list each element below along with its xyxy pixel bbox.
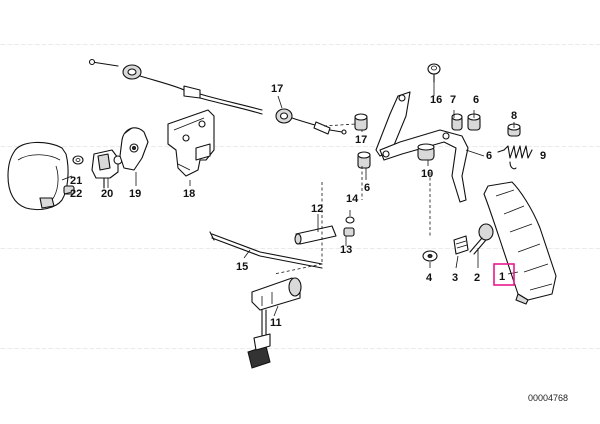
accelerator-cable[interactable] — [88, 58, 347, 135]
svg-text:~~~~~~~~~~~~~~~~~~~~~~~~~~~~~~: ~~~~~~~~~~~~~~~~~~~~~~~~~~~~~~~~~~~~~~~~… — [0, 40, 600, 51]
callout-21[interactable]: 20 — [101, 188, 113, 200]
svg-text:~~~~~~~~~~~~~~~~~~~~~~~~~~~~~~: ~~~~~~~~~~~~~~~~~~~~~~~~~~~~~~~~~~~~~~~~… — [0, 142, 600, 153]
return-spring-9[interactable] — [497, 145, 533, 170]
washer-14[interactable] — [345, 216, 355, 224]
callout-7[interactable]: 7 — [450, 94, 456, 106]
pivot-pin-10[interactable] — [417, 143, 435, 161]
small-clip-22[interactable] — [72, 155, 84, 165]
actuator-11[interactable] — [247, 277, 302, 369]
callout-23[interactable]: 22 — [70, 188, 82, 200]
svg-text:~~~~~~~~~~~~~~~~~~~~~~~~~~~~~~: ~~~~~~~~~~~~~~~~~~~~~~~~~~~~~~~~~~~~~~~~… — [0, 344, 600, 355]
bushing-17[interactable] — [354, 113, 368, 131]
callout-1[interactable]: 1 — [499, 271, 505, 283]
connecting-rod-15[interactable] — [209, 231, 323, 269]
callout-6-lower[interactable]: 6 — [364, 182, 370, 194]
callout-2[interactable]: 2 — [474, 272, 480, 284]
callout-6-upper[interactable]: 6 — [473, 94, 479, 106]
nut-13[interactable] — [343, 227, 355, 237]
pedal-stop-2[interactable] — [469, 223, 494, 255]
leader-lines — [61, 82, 519, 317]
callout-labels: 16 7 6 8 9 6 10 17 6 17 18 19 20 21 22 1… — [70, 83, 546, 329]
assembly-guides — [273, 123, 431, 275]
callout-15[interactable]: 15 — [236, 261, 248, 273]
callout-14[interactable]: 14 — [346, 193, 359, 205]
callout-16[interactable]: 16 — [430, 94, 442, 106]
callout-10[interactable]: 10 — [421, 168, 433, 180]
grommet-16[interactable] — [427, 63, 441, 83]
callout-9[interactable]: 9 — [540, 150, 546, 162]
throttle-cam[interactable] — [119, 127, 149, 171]
watermark-rows: ~~~~~~~~~~~~~~~~~~~~~~~~~~~~~~~~~~~~~~~~… — [0, 40, 600, 355]
document-number: 00004768 — [528, 393, 568, 403]
callout-3[interactable]: 3 — [452, 272, 458, 284]
callout-22[interactable]: 21 — [70, 175, 82, 187]
washer-4[interactable] — [422, 250, 438, 262]
callout-19[interactable]: 18 — [183, 188, 195, 200]
sleeve-12[interactable] — [294, 225, 337, 245]
callout-17[interactable]: 17 — [355, 134, 367, 146]
threaded-stud-3[interactable] — [453, 235, 469, 255]
bushing-7[interactable] — [451, 113, 463, 131]
pedal-arm[interactable] — [375, 91, 469, 203]
callout-11[interactable]: 11 — [270, 317, 282, 329]
mounting-bracket[interactable] — [167, 109, 215, 177]
highlight-box — [493, 263, 515, 286]
callout-4[interactable]: 4 — [426, 272, 433, 284]
callout-5[interactable]: 6 — [486, 150, 492, 162]
accelerator-pedal-pad[interactable] — [483, 181, 557, 305]
linkage-lever[interactable] — [91, 149, 123, 189]
callout-20[interactable]: 19 — [129, 188, 141, 200]
callout-8[interactable]: 8 — [511, 110, 517, 122]
callout-1-highlighted[interactable]: 1 — [493, 263, 515, 286]
svg-text:~~~~~~~~~~~~~~~~~~~~~~~~~~~~~~: ~~~~~~~~~~~~~~~~~~~~~~~~~~~~~~~~~~~~~~~~… — [0, 244, 600, 255]
callout-18[interactable]: 17 — [271, 83, 283, 95]
throttle-housing-cover[interactable] — [7, 141, 69, 211]
callout-12[interactable]: 12 — [311, 203, 323, 215]
callout-13[interactable]: 13 — [340, 244, 352, 256]
bushing-6-lower[interactable] — [357, 151, 371, 169]
